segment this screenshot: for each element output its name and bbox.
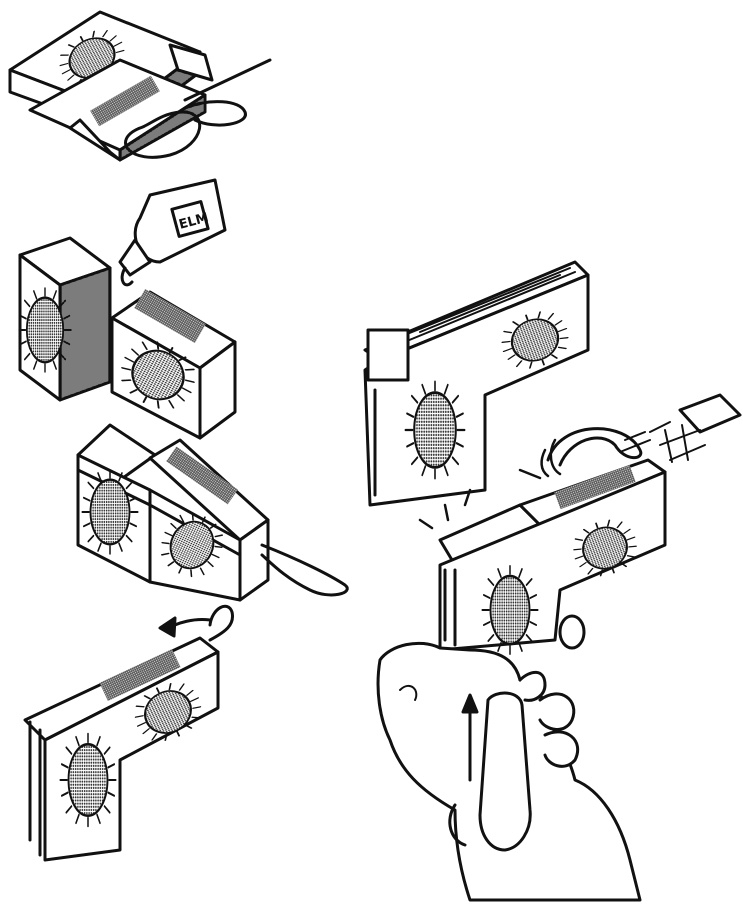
step2-glue-matchboxes-icon: ELM [19,180,235,438]
step1-matchboxes-icon [10,12,270,160]
step3-banded-matchboxes-icon [78,425,347,600]
step5-loaded-gun-icon [365,262,740,505]
step4-assembled-gun-icon [25,606,233,860]
